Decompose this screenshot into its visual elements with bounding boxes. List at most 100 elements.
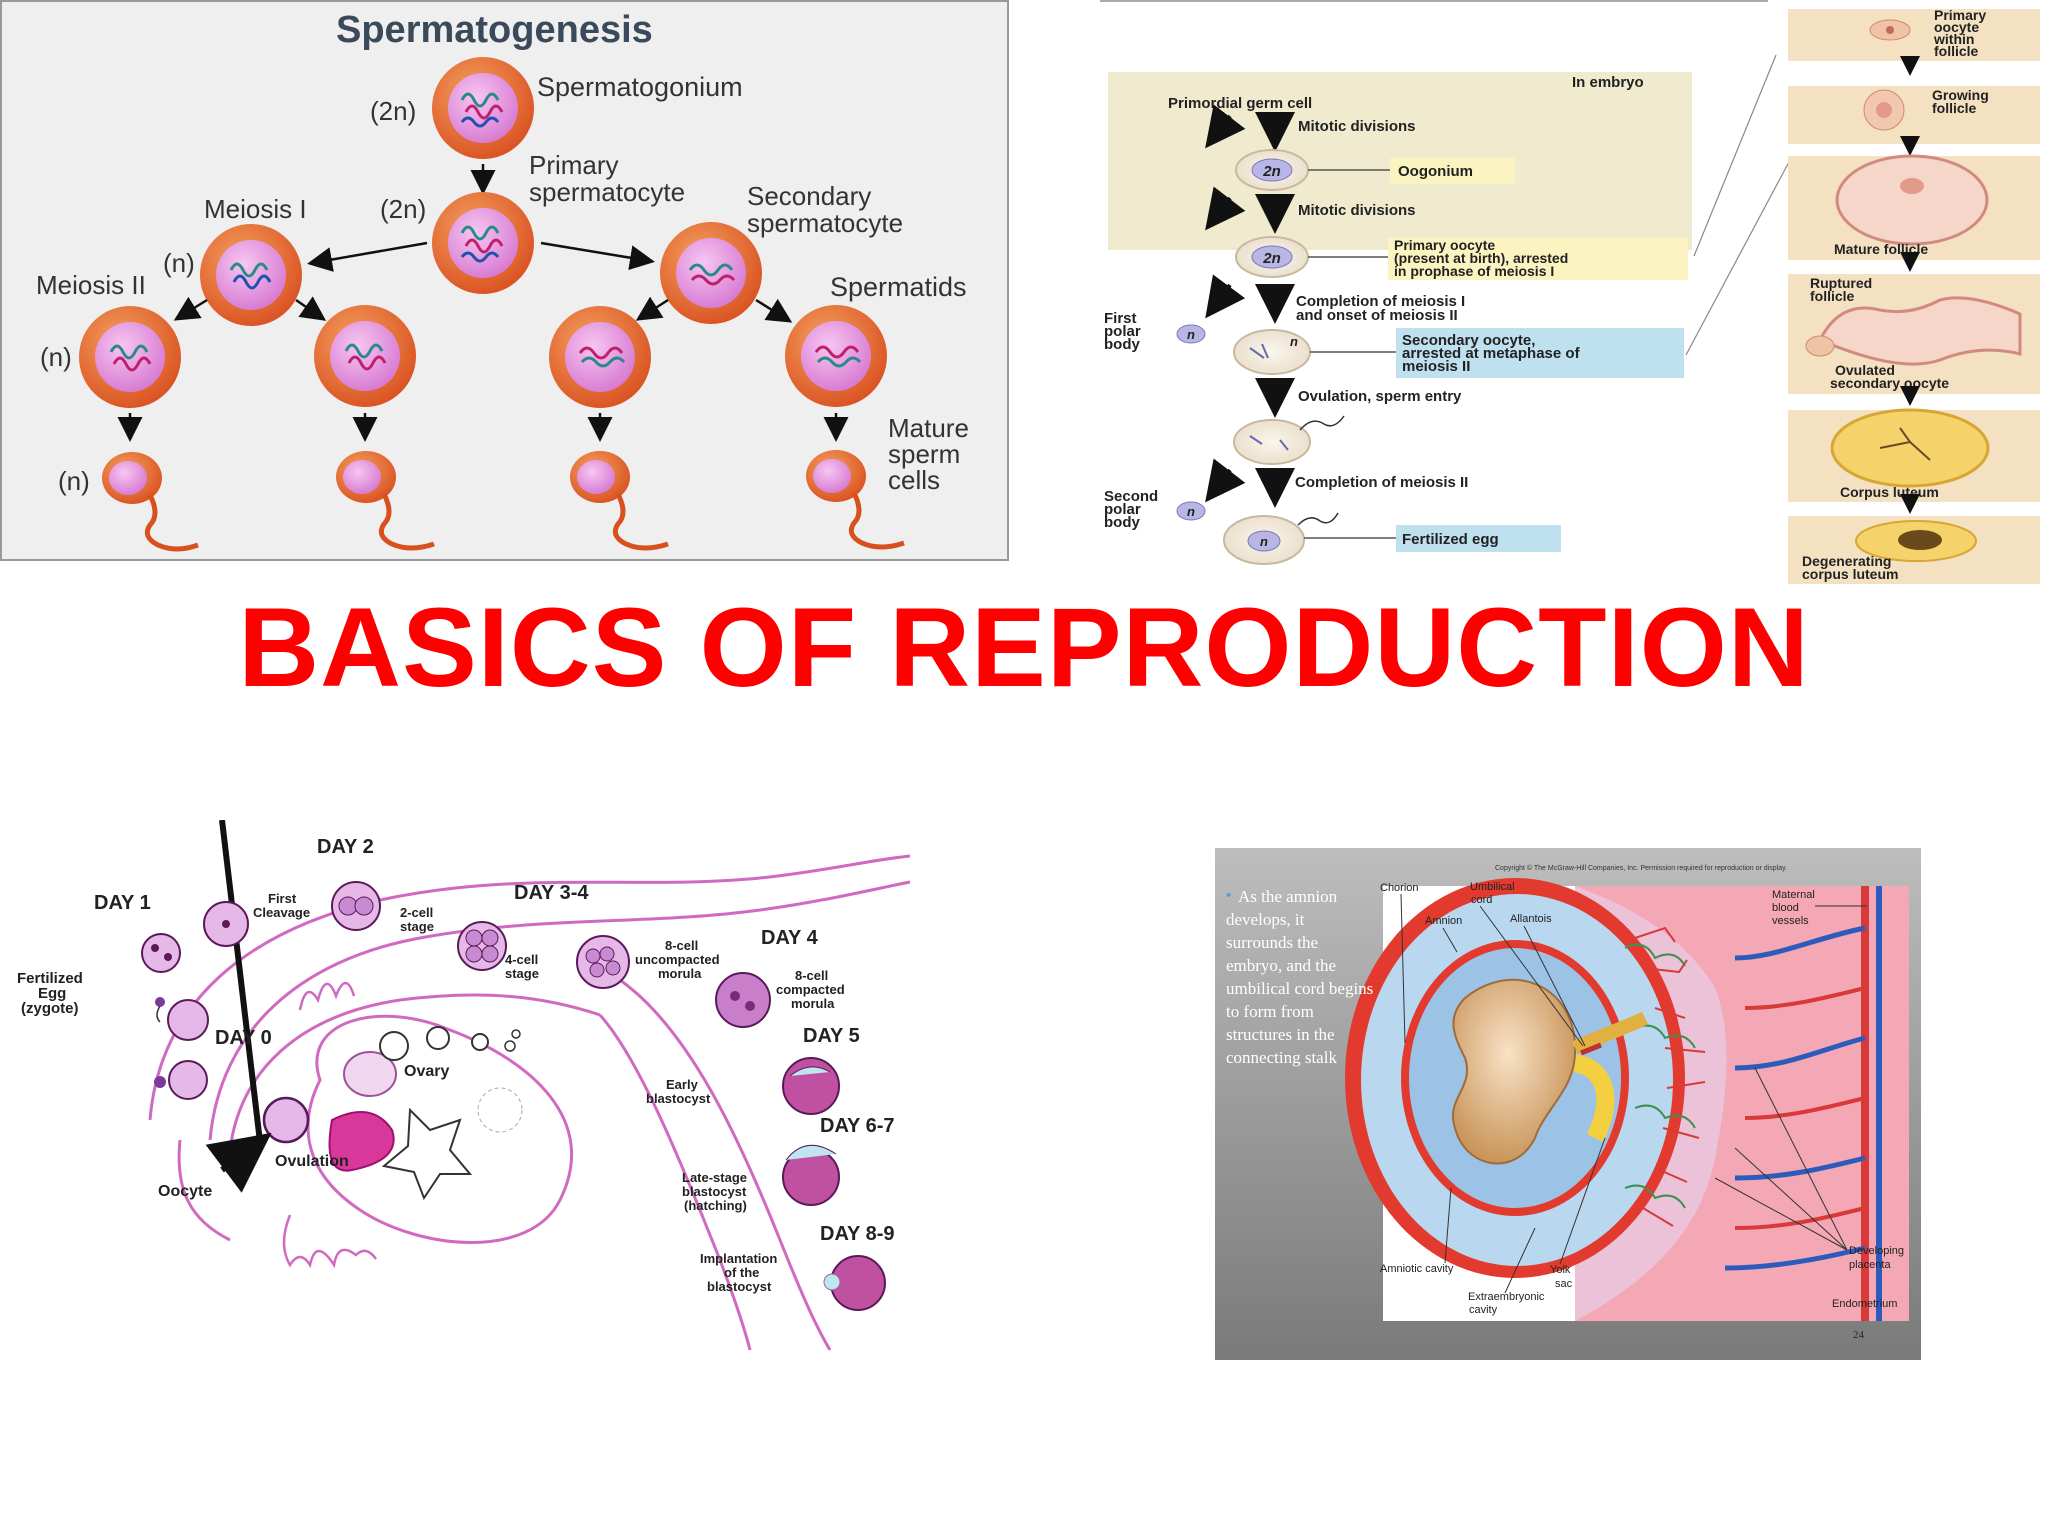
late-blastocyst-label: blastocyst bbox=[682, 1184, 747, 1199]
ploidy-label-n: (n) bbox=[40, 342, 72, 372]
day-8-9-label: DAY 8-9 bbox=[820, 1223, 895, 1245]
fertilized-egg-label: Fertilized bbox=[17, 970, 83, 987]
spermatids-label: Spermatids bbox=[830, 272, 967, 302]
ovulation-arrow bbox=[219, 820, 263, 1143]
primary-oocyte-follicle-label: Primary bbox=[1934, 7, 1986, 23]
spermatogenesis-diagram: Spermatogenesis (2n) Spermatogonium (2n)… bbox=[0, 0, 1009, 561]
leader-lines bbox=[1400, 893, 1867, 1294]
arrow bbox=[635, 296, 669, 321]
mature-sperm-label: sperm bbox=[888, 439, 960, 469]
primary-oocyte-label: (present at birth), arrested bbox=[1394, 250, 1568, 266]
primary-oocyte-follicle-label: follicle bbox=[1934, 43, 1979, 59]
embryo bbox=[1452, 978, 1577, 1165]
ploidy-label-2n: (2n) bbox=[380, 194, 426, 224]
sperm-head bbox=[155, 997, 165, 1007]
maternal-vessels-label: vessels bbox=[1772, 915, 1809, 927]
fimbriae bbox=[298, 981, 356, 1011]
mitotic-divisions-label: Mitotic divisions bbox=[1298, 118, 1416, 135]
ploidy-label-2n: 2n bbox=[1262, 250, 1281, 267]
uterus-outline bbox=[619, 978, 832, 1351]
description-text: surrounds the bbox=[1226, 933, 1318, 952]
zygote-cell bbox=[141, 933, 181, 973]
umbilical-cord-label: cord bbox=[1471, 894, 1492, 906]
page-number: 24 bbox=[1853, 1329, 1865, 1341]
arrow bbox=[755, 298, 793, 323]
early-blastocyst-label: blastocyst bbox=[646, 1091, 711, 1106]
primary-spermatocyte-label: Primary bbox=[529, 150, 619, 180]
degenerating-corpus-luteum-label: Degenerating bbox=[1802, 553, 1891, 569]
primary-oocyte-follicle-label: oocyte bbox=[1934, 19, 1979, 35]
day-1-label: DAY 1 bbox=[94, 892, 151, 914]
compacted-morula-label: morula bbox=[791, 996, 835, 1011]
embryo-placenta-diagram: Copyright © The McGraw-Hill Companies, I… bbox=[1215, 848, 1921, 1360]
day-6-7-label: DAY 6-7 bbox=[820, 1115, 895, 1137]
uncompacted-morula-label: uncompacted bbox=[635, 952, 720, 967]
yolk-sac-label: Yolk bbox=[1550, 1264, 1571, 1276]
secondary-spermatocyte-label: Secondary bbox=[747, 181, 871, 211]
second-polar-body-label: polar bbox=[1104, 501, 1141, 518]
secondary-oocyte-cell: n bbox=[1233, 329, 1311, 375]
description-text: to form from bbox=[1226, 1002, 1314, 1021]
oogonium-label-box bbox=[1390, 158, 1515, 184]
ovulated-oocyte-label: Ovulated bbox=[1835, 362, 1895, 378]
ovulation-arrow bbox=[205, 1132, 272, 1193]
fertilized-egg-cell: n bbox=[1223, 512, 1339, 565]
description-text: embryo, and the bbox=[1226, 956, 1336, 975]
mature-sperm-label: Mature bbox=[888, 413, 969, 443]
umbilical-cord bbox=[1571, 1011, 1649, 1055]
primary-spermatocyte-cell bbox=[432, 192, 534, 294]
ploidy-label-n: n bbox=[1290, 334, 1298, 349]
second-polar-body-label: body bbox=[1104, 514, 1140, 531]
fertilized-egg-label: Egg bbox=[38, 985, 66, 1002]
description-text: develops, it bbox=[1226, 910, 1305, 929]
uterus-outline bbox=[598, 1014, 752, 1351]
follicle-mature: Mature follicle bbox=[1788, 154, 2040, 260]
follicle bbox=[343, 1051, 397, 1097]
early-blastocyst-label: Early bbox=[666, 1077, 699, 1092]
yolk-sac-label: sac bbox=[1555, 1278, 1573, 1290]
sperm-cell bbox=[102, 452, 199, 552]
bullet: • bbox=[1226, 887, 1231, 904]
secondary-oocyte-label: Secondary oocyte, bbox=[1402, 332, 1535, 349]
first-polar-body-label: First bbox=[1104, 310, 1137, 327]
spermatogenesis-heading: Spermatogenesis bbox=[336, 9, 653, 51]
yolk-sac bbox=[1572, 1054, 1615, 1143]
developing-placenta-label: Developing bbox=[1849, 1245, 1904, 1257]
oocyte-label: Oocyte bbox=[158, 1183, 212, 1200]
ruptured-follicle-label: follicle bbox=[1810, 288, 1855, 304]
day-0-label: DAY 0 bbox=[215, 1027, 272, 1049]
oocyte-cell bbox=[262, 1096, 310, 1144]
implantation-label: Implantation bbox=[700, 1251, 777, 1266]
implantation-label: of the bbox=[724, 1265, 759, 1280]
oogonium-label: Oogonium bbox=[1398, 163, 1473, 180]
day-2-label: DAY 2 bbox=[317, 836, 374, 858]
follicle-ruptured: Ruptured follicle Ovulated secondary ooc… bbox=[1788, 274, 2040, 394]
primary-oocyte-cell: 2n bbox=[1235, 236, 1309, 278]
copyright-notice: Copyright © The McGraw-Hill Companies, I… bbox=[1495, 864, 1787, 872]
primordial-germ-cell-label: Primordial germ cell bbox=[1168, 95, 1312, 112]
first-cleavage-label: First bbox=[268, 891, 297, 906]
tube-outline bbox=[148, 854, 911, 1121]
allantois-label: Allantois bbox=[1510, 913, 1552, 925]
corpus-albicans bbox=[381, 1107, 473, 1201]
connector-line bbox=[1685, 159, 1791, 356]
degenerating-follicle bbox=[477, 1087, 523, 1133]
tube-outline bbox=[177, 1139, 231, 1242]
spermatid-cell bbox=[785, 305, 887, 407]
maternal-vessels-label: blood bbox=[1772, 902, 1799, 914]
description-text: umbilical cord begins bbox=[1226, 979, 1373, 998]
first-polar-body-label: body bbox=[1104, 336, 1140, 353]
amniotic-cavity-label: Amniotic cavity bbox=[1380, 1263, 1454, 1275]
extraembryonic-cavity-label: Extraembryonic bbox=[1468, 1291, 1545, 1303]
follicle bbox=[511, 1029, 521, 1039]
maternal-vessel bbox=[1734, 986, 1866, 1230]
allantois bbox=[1580, 1042, 1602, 1056]
arrow bbox=[307, 241, 428, 272]
completion-meiosis-i-label: and onset of meiosis II bbox=[1296, 307, 1458, 324]
corpus-luteum: Corpus luteum bbox=[1788, 408, 2040, 502]
primary-oocyte-label-box bbox=[1388, 238, 1688, 280]
early-development-diagram: DAY 1 DAY 2 DAY 3-4 DAY 4 DAY 5 DAY 6-7 … bbox=[17, 820, 911, 1351]
umbilical-cord-label: Umbilical bbox=[1470, 881, 1515, 893]
sperm-tail bbox=[156, 1005, 161, 1023]
secondary-spermatocyte-cell bbox=[200, 224, 302, 326]
